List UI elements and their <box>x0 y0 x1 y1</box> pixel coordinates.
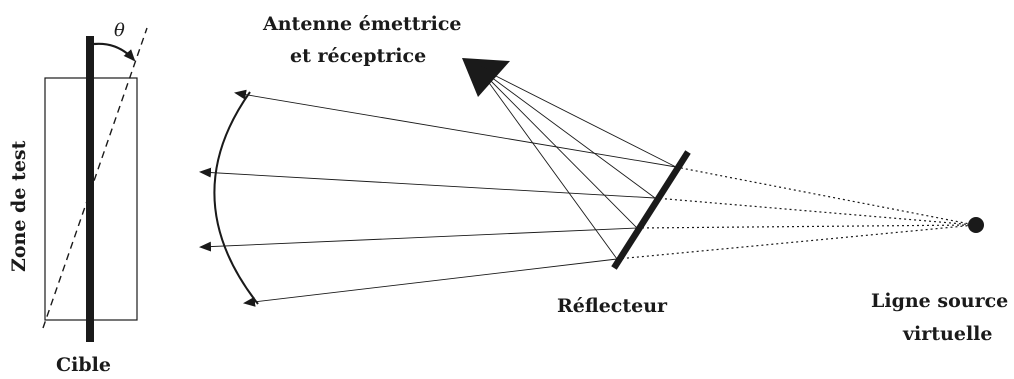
collimated-ray-3 <box>199 227 638 252</box>
target-bar <box>86 36 94 342</box>
virtual-ray-4 <box>616 224 976 260</box>
reflector-label: Réflecteur <box>557 295 668 317</box>
collimated-ray-1 <box>234 89 677 168</box>
feed-ray-2 <box>490 76 656 199</box>
target-label: Cible <box>56 354 111 376</box>
collimated-ray-4 <box>243 258 618 307</box>
wavefront-arc <box>213 91 259 305</box>
virtual-ray-1 <box>675 166 976 226</box>
antenna-label-line1: Antenne émettrice <box>262 13 461 35</box>
feed-ray-1 <box>491 73 677 168</box>
feed-ray-3 <box>488 78 638 229</box>
virtual-ray-3 <box>636 224 976 229</box>
angle-symbol: θ <box>114 20 125 41</box>
horn-antenna-icon <box>462 58 510 97</box>
feed-ray-4 <box>486 79 618 260</box>
virtual-source-label-line2: virtuelle <box>902 323 992 345</box>
tilted-target-axis <box>42 27 148 329</box>
virtual-source-dot <box>968 217 984 233</box>
reflector-plate <box>611 150 691 270</box>
rotation-angle-arrow <box>93 42 136 62</box>
virtual-ray-2 <box>654 197 976 226</box>
collimated-ray-2 <box>199 167 656 199</box>
virtual-source-label-line1: Ligne source <box>871 290 1008 312</box>
test-zone-label: Zone de test <box>8 140 30 272</box>
antenna-label-line2: et réceptrice <box>290 45 426 67</box>
